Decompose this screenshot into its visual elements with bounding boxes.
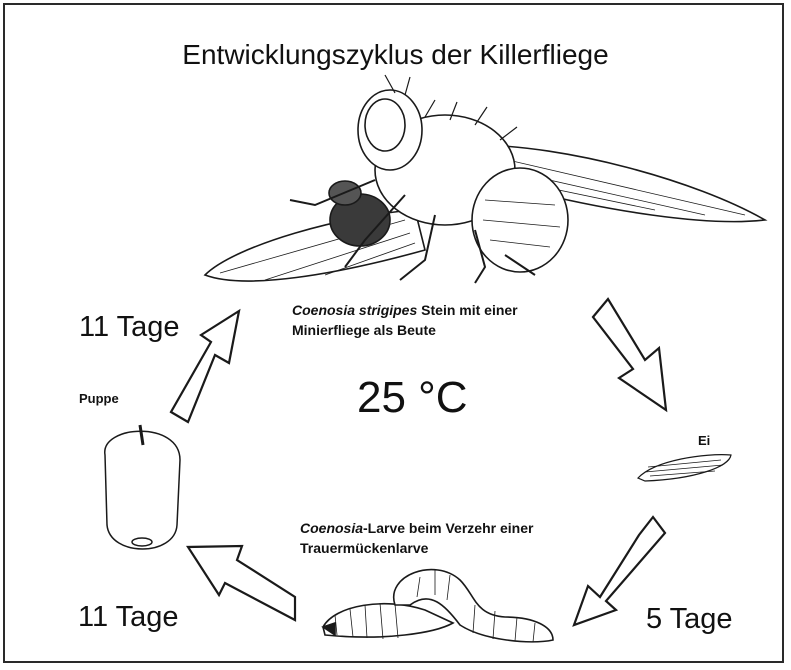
arrow-adult-to-egg xyxy=(593,299,666,410)
duration-egg-to-larva: 5 Tage xyxy=(646,603,733,636)
arrow-pupa-to-adult xyxy=(171,311,239,422)
adult-caption-line2: Minierfliege als Beute xyxy=(292,322,436,338)
duration-larva-to-pupa: 11 Tage xyxy=(78,601,179,634)
larva-caption: Coenosia-Larve beim Verzehr einer Trauer… xyxy=(300,518,533,558)
larva-caption-line2: Trauermückenlarve xyxy=(300,540,428,556)
duration-pupa-to-adult: 11 Tage xyxy=(79,311,180,344)
diagram-title: Entwicklungszyklus der Killerfliege xyxy=(5,39,786,71)
temperature-label: 25 °C xyxy=(357,373,468,423)
egg-illustration xyxy=(638,455,731,481)
fungus-gnat-larva xyxy=(323,604,453,637)
pupa-illustration xyxy=(105,425,180,549)
larva-caption-line1-rest: -Larve beim Verzehr einer xyxy=(363,520,533,536)
larva-species-name: Coenosia xyxy=(300,520,363,536)
diagram-frame: Entwicklungszyklus der Killerfliege Coen… xyxy=(3,3,784,663)
pupa-label: Puppe xyxy=(79,391,119,406)
adult-caption-line1-rest: Stein mit einer xyxy=(417,302,517,318)
egg-label: Ei xyxy=(698,433,710,448)
adult-species-name: Coenosia strigipes xyxy=(292,302,417,318)
arrow-larva-to-pupa xyxy=(188,546,295,620)
adult-fly-illustration xyxy=(205,75,765,283)
larva-illustration xyxy=(323,570,553,642)
adult-fly-caption: Coenosia strigipes Stein mit einer Minie… xyxy=(292,300,518,340)
